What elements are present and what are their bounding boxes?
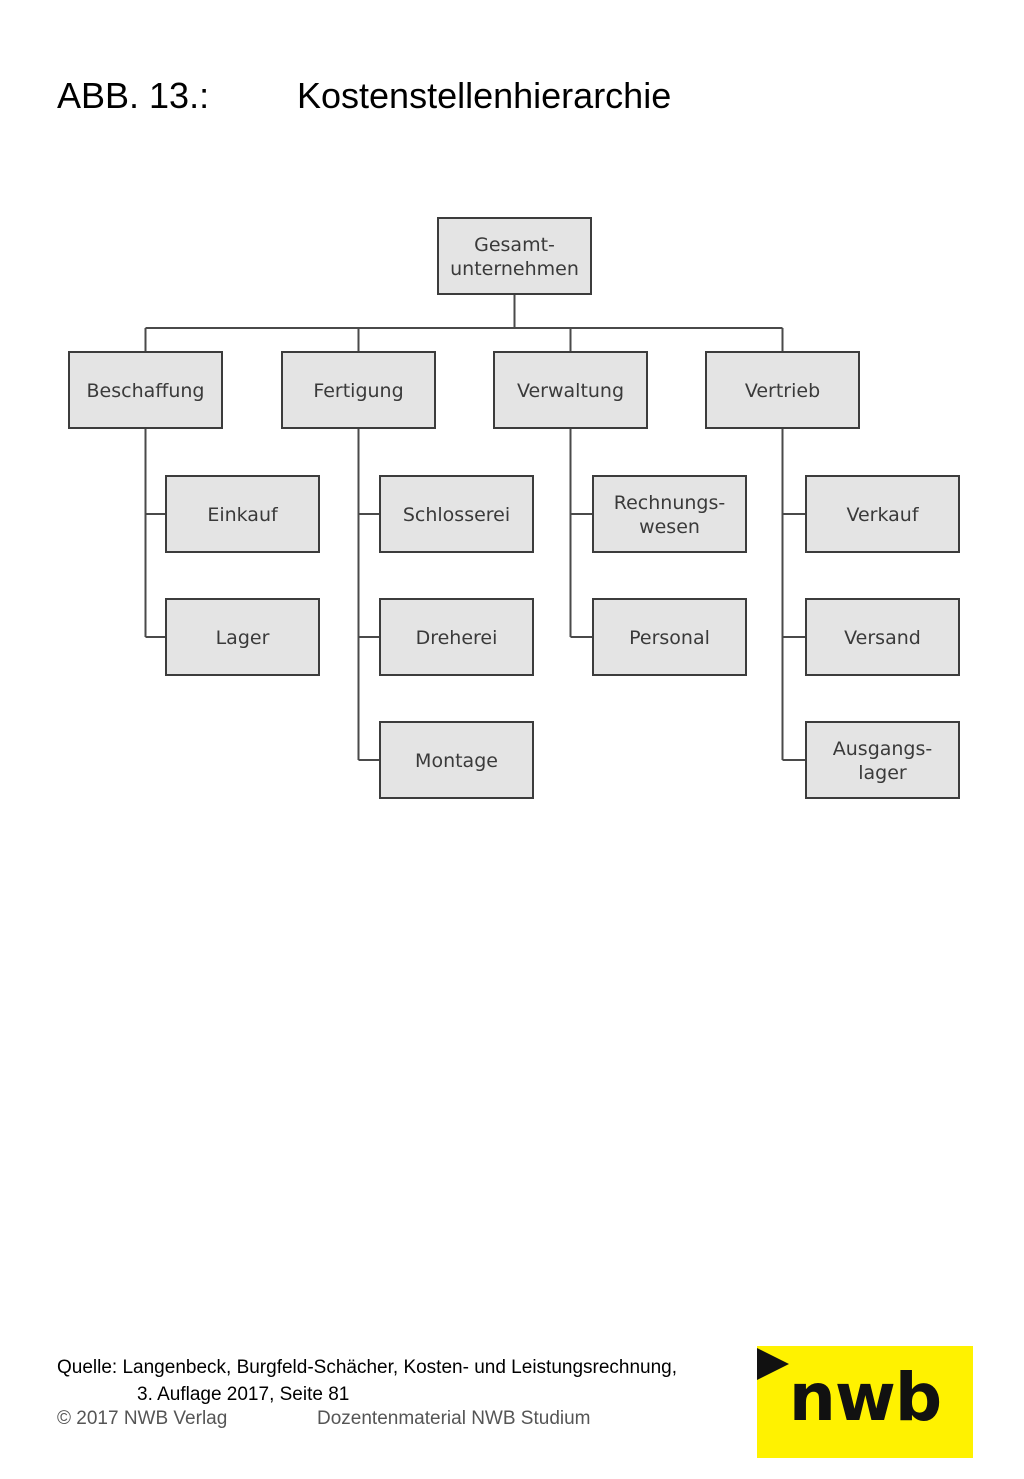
department-node-label: Beschaffung bbox=[87, 380, 205, 402]
department-node: Fertigung bbox=[281, 351, 436, 429]
figure-label: ABB. 13.: bbox=[57, 75, 210, 116]
child-node-label: Rechnungs- bbox=[614, 492, 725, 514]
child-node: Einkauf bbox=[165, 475, 320, 553]
child-node-label: Versand bbox=[844, 627, 921, 649]
figure-title: Kostenstellenhierarchie bbox=[297, 75, 672, 116]
source-citation-line2: 3. Auflage 2017, Seite 81 bbox=[137, 1384, 350, 1405]
child-node: Dreherei bbox=[379, 598, 534, 676]
child-node: Montage bbox=[379, 721, 534, 799]
child-node-label: Schlosserei bbox=[403, 504, 510, 526]
child-node-label: Dreherei bbox=[416, 627, 498, 649]
copyright-notice: © 2017 NWB Verlag bbox=[57, 1408, 228, 1429]
child-node-label: lager bbox=[858, 762, 907, 784]
nwb-logo: nwb bbox=[757, 1346, 973, 1458]
root-node: Gesamt-unternehmen bbox=[437, 217, 592, 295]
root-node-label: Gesamt- bbox=[474, 234, 555, 256]
child-node: Versand bbox=[805, 598, 960, 676]
material-note: Dozentenmaterial NWB Studium bbox=[317, 1408, 591, 1429]
child-node-label: Personal bbox=[629, 627, 710, 649]
root-node-label: unternehmen bbox=[450, 258, 579, 280]
department-node-label: Vertrieb bbox=[745, 380, 820, 402]
logo-arrow-icon bbox=[757, 1348, 789, 1380]
child-node: Verkauf bbox=[805, 475, 960, 553]
child-node: Personal bbox=[592, 598, 747, 676]
child-node-label: Ausgangs- bbox=[833, 738, 933, 760]
child-node-label: wesen bbox=[639, 516, 700, 538]
department-node: Beschaffung bbox=[68, 351, 223, 429]
department-node-label: Fertigung bbox=[313, 380, 403, 402]
department-node: Vertrieb bbox=[705, 351, 860, 429]
child-node: Schlosserei bbox=[379, 475, 534, 553]
child-node-label: Einkauf bbox=[207, 504, 279, 526]
child-node: Rechnungs-wesen bbox=[592, 475, 747, 553]
department-node: Verwaltung bbox=[493, 351, 648, 429]
child-node-label: Verkauf bbox=[846, 504, 919, 526]
logo-wordmark: nwb bbox=[788, 1359, 942, 1436]
source-citation-line1: Quelle: Langenbeck, Burgfeld-Schächer, K… bbox=[57, 1357, 678, 1378]
child-node-label: Lager bbox=[216, 627, 270, 649]
department-node-label: Verwaltung bbox=[517, 380, 624, 402]
child-node: Ausgangs-lager bbox=[805, 721, 960, 799]
child-node-label: Montage bbox=[415, 750, 498, 772]
child-node: Lager bbox=[165, 598, 320, 676]
